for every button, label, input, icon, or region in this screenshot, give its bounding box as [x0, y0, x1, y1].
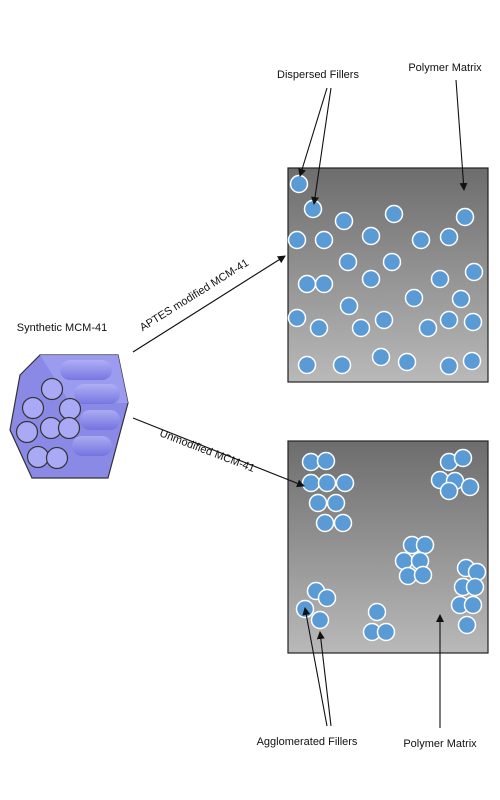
polymer-matrix-top-label: Polymer Matrix — [408, 62, 482, 74]
dispersed-filler-particle — [334, 211, 354, 231]
mcm41-pore — [57, 416, 81, 440]
mcm41-pore — [15, 420, 39, 444]
dispersed-filler-particle — [351, 318, 371, 338]
mcm41-pore — [21, 396, 45, 420]
dispersed-filler-particle — [303, 199, 323, 219]
dispersed-filler-particle — [382, 252, 402, 272]
agglomerated-filler-particle — [439, 481, 459, 501]
mcm41-pore — [58, 397, 82, 421]
agglomerated-filler-particle — [326, 493, 346, 513]
aptes-modified-label: APTES modified MCM-41 — [138, 257, 251, 334]
dispersed-filler-particle — [297, 274, 317, 294]
synthetic-mcm41-label: Synthetic MCM-41 — [17, 322, 107, 334]
mcm41-pore — [45, 446, 69, 470]
dispersed-filler-particle — [463, 312, 483, 332]
dispersed-filler-particle — [374, 310, 394, 330]
mcm41-pore — [40, 377, 64, 401]
agglomerated-filler-particle — [413, 565, 433, 585]
agglomerated-filler-particle — [315, 513, 335, 533]
unmodified-arrow — [132, 417, 305, 488]
dispersed-filler-particle — [314, 230, 334, 250]
agglomerated-filler-particle — [394, 551, 414, 571]
dispersed-filler-particle — [384, 204, 404, 224]
dispersed-filler-particle — [371, 347, 391, 367]
agglomerated-filler-particle — [467, 562, 487, 582]
dispersed-filler-particle — [464, 262, 484, 282]
dispersed-filler-particle — [297, 355, 317, 375]
dispersed-filler-particle — [411, 230, 431, 250]
dispersed-filler-particle — [397, 352, 417, 372]
dispersed-filler-particle — [287, 230, 307, 250]
agglomerated-filler-particle — [457, 615, 477, 635]
aptes-arrow — [132, 255, 286, 353]
dispersed-filler-particle — [430, 269, 450, 289]
agglomerated-filler-particle — [460, 477, 480, 497]
agglomerated-fillers-label: Agglomerated Fillers — [257, 736, 358, 748]
dispersed-filler-particle — [339, 296, 359, 316]
agglomerated-particles-group — [295, 448, 487, 642]
agglomerated-filler-particle — [317, 473, 337, 493]
dispersed-filler-particle — [314, 274, 334, 294]
agglomerated-filler-particle — [463, 595, 483, 615]
dispersed-filler-particle — [287, 308, 307, 328]
agglomerated-filler-particle — [367, 602, 387, 622]
mcm41-pore — [26, 445, 50, 469]
polymer-matrix-pointer-top — [455, 79, 468, 191]
agglomerated-pointer-1 — [302, 607, 328, 727]
agglomerated-filler-particle — [335, 473, 355, 493]
dispersed-particles-group — [287, 174, 484, 376]
dispersed-filler-particle — [404, 288, 424, 308]
mcm41-hexagon-particle — [9, 354, 129, 479]
hexagon-pores — [15, 377, 82, 470]
polymer-matrix-bottom-label: Polymer Matrix — [403, 738, 477, 750]
agglomerated-filler-particle — [333, 513, 353, 533]
dispersed-composite-box — [287, 167, 489, 383]
agglomerated-pointer-2 — [316, 631, 332, 727]
dispersed-filler-particle — [309, 318, 329, 338]
dispersed-filler-particle — [418, 318, 438, 338]
agglomerated-filler-particle — [310, 610, 330, 630]
agglomerated-filler-particle — [317, 588, 337, 608]
dispersed-fillers-label: Dispersed Fillers — [277, 69, 359, 81]
hexagon-tubes — [60, 360, 120, 456]
dispersed-filler-particle — [361, 269, 381, 289]
agglomerated-filler-particle — [301, 473, 321, 493]
agglomerated-filler-particle — [316, 451, 336, 471]
dispersed-filler-particle — [289, 174, 309, 194]
dispersed-filler-particle — [338, 252, 358, 272]
agglomerated-filler-particle — [453, 448, 473, 468]
dispersed-pointer-1 — [298, 87, 328, 177]
dispersed-pointer-2 — [311, 87, 332, 205]
dispersed-filler-particle — [439, 356, 459, 376]
agglomerated-filler-particle — [376, 622, 396, 642]
dispersed-filler-particle — [332, 355, 352, 375]
agglomerated-filler-particle — [415, 535, 435, 555]
dispersed-filler-particle — [439, 310, 459, 330]
dispersed-filler-particle — [451, 289, 471, 309]
unmodified-label: Unmodified MCM-41 — [158, 428, 256, 475]
dispersed-filler-particle — [439, 227, 459, 247]
agglomerated-filler-particle — [465, 577, 485, 597]
agglomerated-filler-particle — [308, 493, 328, 513]
dispersed-filler-particle — [361, 226, 381, 246]
dispersed-filler-particle — [462, 351, 482, 371]
dispersed-filler-particle — [455, 207, 475, 227]
